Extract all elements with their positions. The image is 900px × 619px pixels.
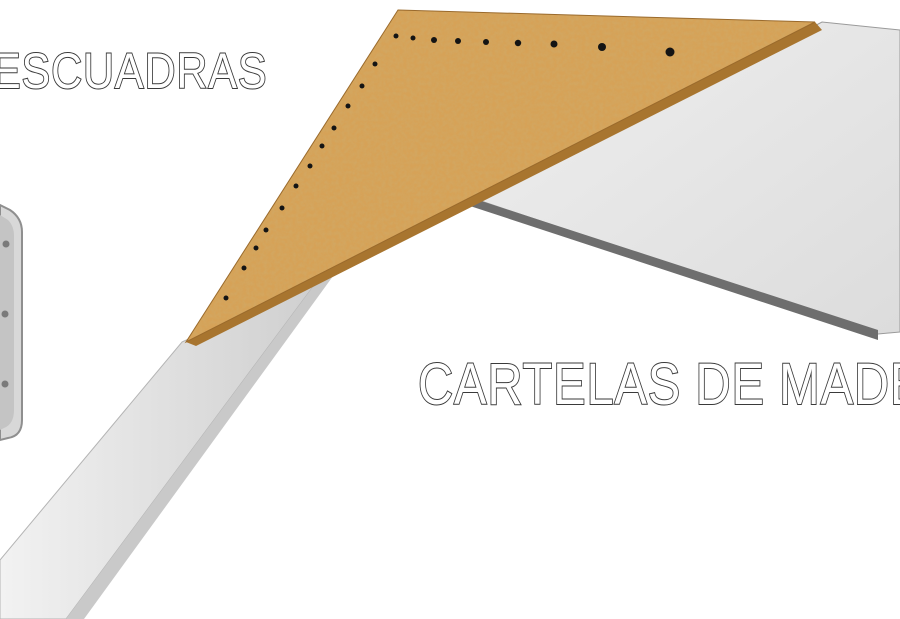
nail-holes-left xyxy=(223,61,378,301)
nail-hole xyxy=(331,125,337,131)
rafter-beam xyxy=(0,272,336,619)
nail-hole xyxy=(598,43,606,51)
beam-side xyxy=(66,272,336,619)
nail-hole xyxy=(345,103,351,109)
metal-bracket-escuadra xyxy=(0,203,23,442)
bracket-hole xyxy=(2,240,10,248)
nail-hole xyxy=(410,35,416,41)
gusset-edge xyxy=(186,22,822,346)
nail-holes-top xyxy=(393,33,675,57)
nail-hole xyxy=(455,38,461,44)
nail-hole xyxy=(279,205,285,211)
nail-hole xyxy=(550,40,558,48)
gusset-outline xyxy=(184,9,816,344)
label-escuadras: ESCUADRAS xyxy=(0,43,268,99)
bracket-hole xyxy=(1,310,9,318)
nail-hole xyxy=(253,245,259,251)
nail-hole xyxy=(483,39,489,45)
label-cartelas-de-madera: CARTELAS DE MADERA xyxy=(417,352,900,417)
nail-hole xyxy=(393,33,399,39)
nail-hole xyxy=(514,39,522,47)
wood-gusset-cartela xyxy=(184,9,822,346)
nail-hole xyxy=(241,265,247,271)
gusset-texture xyxy=(186,10,815,342)
nail-hole xyxy=(319,143,325,149)
nail-hole xyxy=(665,47,675,57)
nail-hole xyxy=(307,163,313,169)
beam-face xyxy=(0,279,319,619)
nail-hole xyxy=(223,295,229,301)
bracket-hole xyxy=(1,380,9,388)
nail-hole xyxy=(263,227,269,233)
bracket-inner-face xyxy=(0,215,14,430)
nail-hole xyxy=(372,61,378,67)
panel-edge xyxy=(470,200,878,340)
nail-hole xyxy=(359,83,365,89)
nail-hole xyxy=(431,37,437,43)
nail-hole xyxy=(293,183,299,189)
